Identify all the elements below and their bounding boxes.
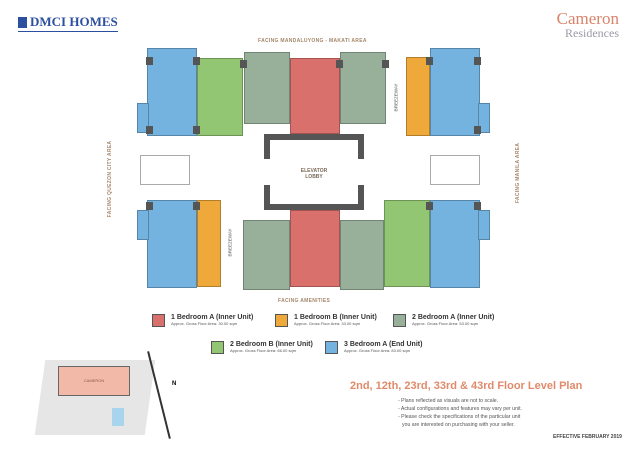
unit-2br-a[interactable] bbox=[243, 220, 290, 290]
road-line bbox=[147, 351, 171, 439]
unit-3br-a[interactable] bbox=[430, 200, 480, 288]
facing-bottom-label: FACING AMENITIES bbox=[278, 298, 331, 304]
site-map: CAMERON bbox=[34, 350, 171, 440]
site-pool bbox=[112, 408, 124, 426]
legend-item: 1 Bedroom A (Inner Unit)Approx. Gross Fl… bbox=[152, 314, 253, 327]
effective-date: EFFECTIVE FEBRUARY 2019 bbox=[553, 434, 622, 440]
dmci-mark-icon bbox=[18, 16, 27, 28]
unit-1br-a[interactable] bbox=[290, 210, 340, 287]
legend-item: 1 Bedroom B (Inner Unit)Approx. Gross Fl… bbox=[275, 314, 377, 327]
legend-swatch bbox=[152, 314, 165, 327]
legend-swatch bbox=[393, 314, 406, 327]
site-building: CAMERON bbox=[58, 366, 130, 396]
unit-3br-a-balcony bbox=[137, 210, 149, 240]
notes: - Plans reflected as visuals are not to … bbox=[398, 398, 522, 428]
unit-3br-a[interactable] bbox=[430, 48, 480, 136]
stair-left bbox=[140, 155, 190, 185]
legend-swatch bbox=[211, 341, 224, 354]
unit-1br-a[interactable] bbox=[290, 58, 340, 134]
unit-3br-a[interactable] bbox=[147, 200, 197, 288]
facing-left-label: FACING QUEZON CITY AREA bbox=[107, 140, 113, 218]
elevator-core-bottom bbox=[264, 185, 364, 210]
breezeway-label-bottom: BREEZEWAY bbox=[227, 228, 233, 257]
unit-1br-b[interactable] bbox=[406, 57, 430, 136]
north-arrow-icon: N bbox=[172, 381, 177, 387]
stair-right bbox=[430, 155, 480, 185]
dmci-logo: DMCI HOMES bbox=[18, 14, 118, 32]
unit-1br-b[interactable] bbox=[197, 200, 221, 287]
breezeway-label-top: BREEZEWAY bbox=[393, 83, 399, 112]
legend-swatch bbox=[275, 314, 288, 327]
unit-2br-b[interactable] bbox=[197, 58, 243, 136]
facing-right-label: FACING MANILA AREA bbox=[515, 142, 521, 204]
unit-3br-a-balcony bbox=[137, 103, 149, 133]
unit-2br-a[interactable] bbox=[340, 220, 384, 290]
unit-2br-b[interactable] bbox=[384, 200, 430, 287]
unit-3br-a-balcony bbox=[478, 210, 490, 240]
unit-2br-a[interactable] bbox=[244, 52, 290, 124]
plan-title: 2nd, 12th, 23rd, 33rd & 43rd Floor Level… bbox=[350, 380, 583, 392]
unit-3br-a[interactable] bbox=[147, 48, 197, 136]
unit-3br-a-balcony bbox=[478, 103, 490, 133]
legend-swatch bbox=[325, 341, 338, 354]
legend-item: 2 Bedroom A (Inner Unit)Approx. Gross Fl… bbox=[393, 314, 494, 327]
legend-item: 3 Bedroom A (End Unit)Approx. Gross Floo… bbox=[325, 341, 422, 354]
unit-2br-a[interactable] bbox=[340, 52, 386, 124]
elevator-core-top bbox=[264, 134, 364, 159]
legend-item: 2 Bedroom B (Inner Unit)Approx. Gross Fl… bbox=[211, 341, 313, 354]
facing-top-label: FACING MANDALUYONG - MAKATI AREA bbox=[258, 38, 367, 44]
